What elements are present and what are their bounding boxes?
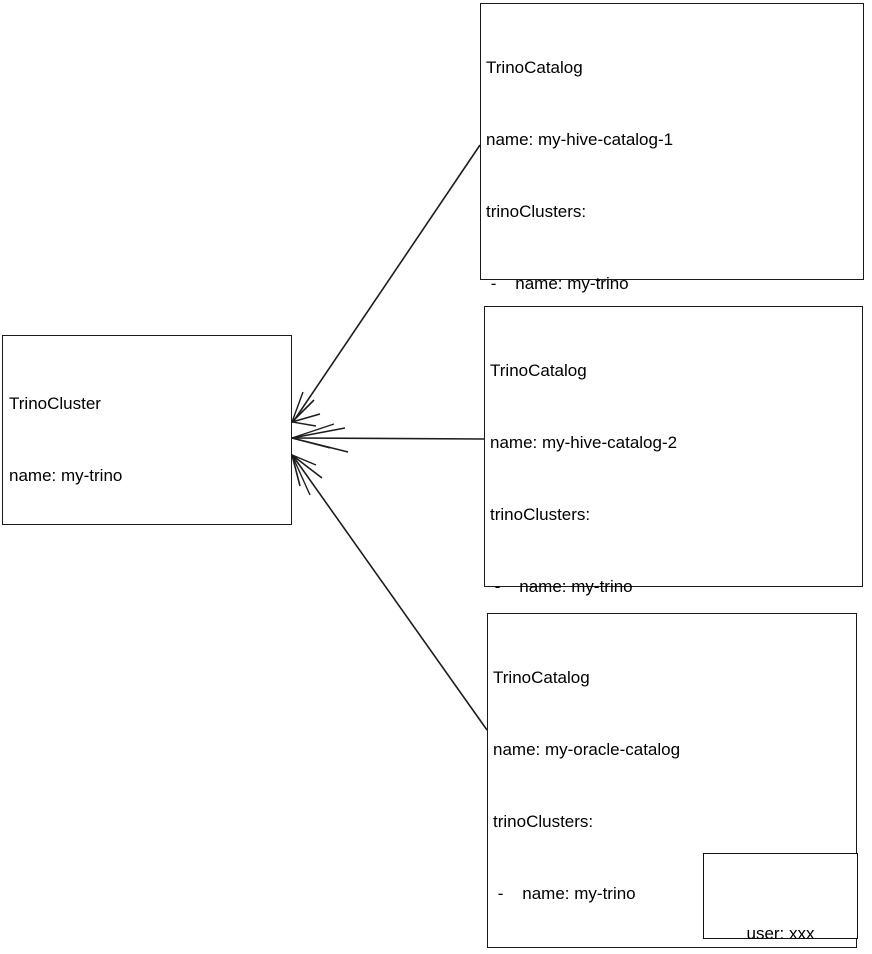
node-trino-cluster-line-1: name: my-trino [9,466,123,485]
node-trino-cluster[interactable]: TrinoCluster name: my-trino [2,335,292,525]
edge-catalog-hive-2-to-cluster [289,423,485,453]
node-catalog-hive-1-line-3: - name: my-trino [486,274,629,293]
node-secret-text: user: xxx password: xxx [704,869,857,954]
node-catalog-hive-1-line-1: name: my-hive-catalog-1 [486,130,674,149]
node-catalog-oracle[interactable]: TrinoCatalog name: my-oracle-catalog tri… [487,613,858,948]
node-catalog-oracle-line-2: trinoClusters: [493,812,594,831]
node-catalog-hive-2-line-3: - name: my-trino [490,577,633,596]
node-catalog-oracle-text: TrinoCatalog name: my-oracle-catalog tri… [493,618,785,954]
node-catalog-hive-1-line-2: trinoClusters: [486,202,587,221]
node-catalog-oracle-line-1: name: my-oracle-catalog [493,740,681,759]
node-catalog-hive-1[interactable]: TrinoCatalog name: my-hive-catalog-1 tri… [480,3,864,653]
node-secret-line-0: user: xxx [746,924,815,943]
node-catalog-hive-2-line-0: TrinoCatalog [490,361,587,380]
node-catalog-hive-2-line-2: trinoClusters: [490,505,591,524]
node-catalog-hive-2-line-1: name: my-hive-catalog-2 [490,433,678,452]
node-catalog-oracle-line-0: TrinoCatalog [493,668,590,687]
node-trino-cluster-line-0: TrinoCluster [9,394,101,413]
edge-catalog-oracle-to-cluster [290,452,488,731]
node-secret[interactable]: user: xxx password: xxx [703,853,858,943]
node-trino-cluster-text: TrinoCluster name: my-trino [9,344,122,536]
node-catalog-hive-1-line-0: TrinoCatalog [486,58,583,77]
node-catalog-hive-2[interactable]: TrinoCatalog name: my-hive-catalog-2 tri… [484,306,863,884]
edge-catalog-hive-1-to-cluster [289,144,481,427]
node-catalog-oracle-line-3: - name: my-trino [493,884,636,903]
